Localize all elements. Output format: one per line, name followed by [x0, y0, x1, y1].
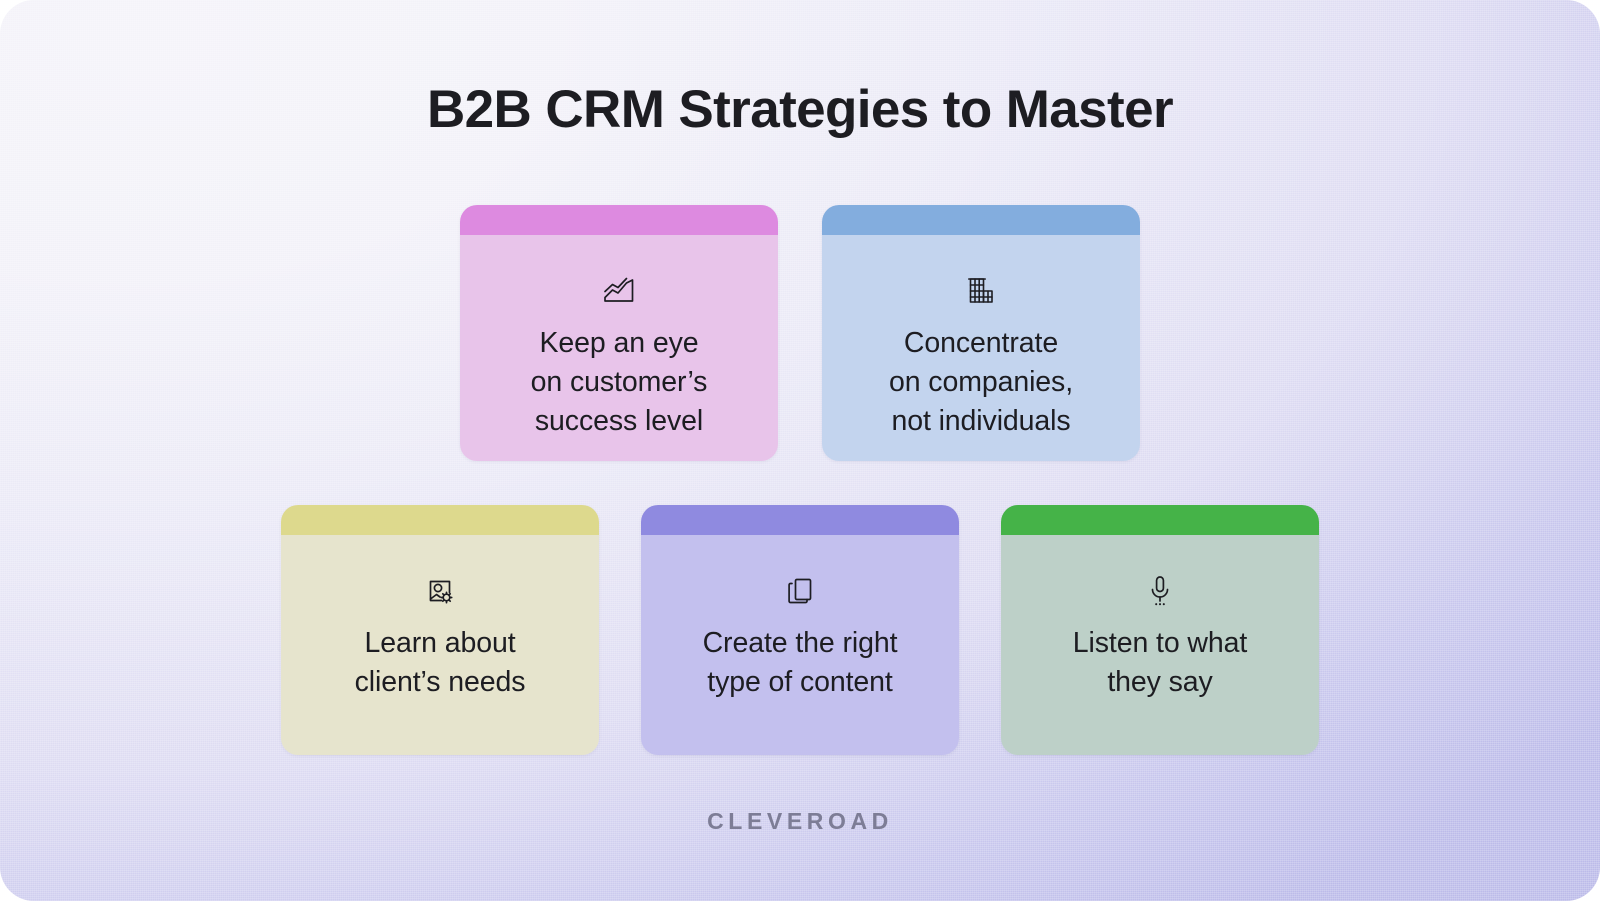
card-body: Learn about client’s needs	[281, 535, 599, 755]
card-body: Create the right type of content	[641, 535, 959, 755]
office-building-icon	[962, 272, 1000, 310]
card-body: Listen to what they say	[1001, 535, 1319, 755]
strategy-card-customer-success-level[interactable]: Keep an eye on customer’s success level	[460, 205, 778, 461]
card-text: Keep an eye on customer’s success level	[530, 327, 708, 437]
card-body: Keep an eye on customer’s success level	[460, 235, 778, 461]
strategy-card-learn-client-needs[interactable]: Learn about client’s needs	[281, 505, 599, 755]
cleveroad-logo: CLEVEROAD	[707, 808, 893, 834]
card-text: Learn about client’s needs	[354, 627, 526, 698]
page-title: B2B CRM Strategies to Master	[427, 80, 1174, 139]
card-text: Create the right type of content	[702, 627, 898, 698]
strategy-card-row-bottom: Learn about client’s needs Create the ri…	[0, 505, 1600, 755]
card-text: Concentrate on companies, not individual…	[888, 327, 1074, 437]
microphone-icon	[1141, 572, 1179, 610]
strategy-card-row-top: Keep an eye on customer’s success level	[0, 205, 1600, 461]
card-header-bar	[1001, 505, 1319, 535]
card-header-bar	[641, 505, 959, 535]
card-header-bar	[281, 505, 599, 535]
card-header-bar	[822, 205, 1140, 235]
card-body: Concentrate on companies, not individual…	[822, 235, 1140, 461]
image-settings-icon	[421, 572, 459, 610]
card-header-bar	[460, 205, 778, 235]
copy-documents-icon	[781, 572, 819, 610]
strategy-card-focus-on-companies[interactable]: Concentrate on companies, not individual…	[822, 205, 1140, 461]
strategy-card-listen-to-customers[interactable]: Listen to what they say	[1001, 505, 1319, 755]
strategy-card-right-type-of-content[interactable]: Create the right type of content	[641, 505, 959, 755]
card-text: Listen to what they say	[1072, 627, 1248, 698]
area-chart-icon	[600, 272, 638, 310]
